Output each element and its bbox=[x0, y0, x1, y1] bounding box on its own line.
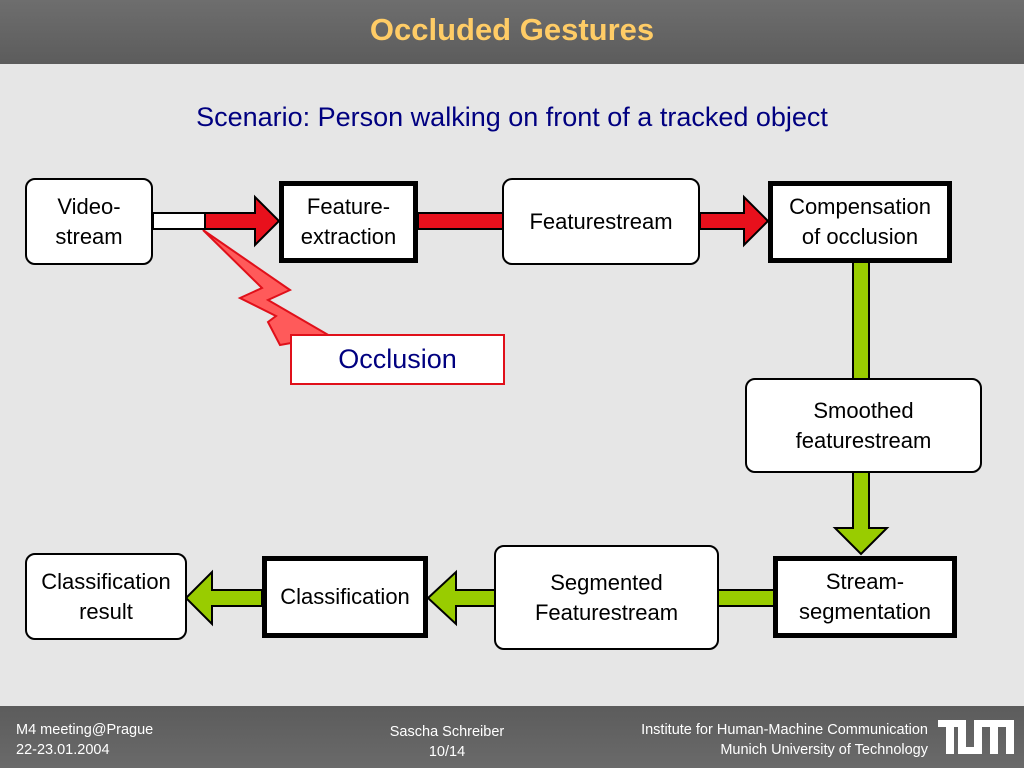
slide-title: Occluded Gestures bbox=[369, 12, 655, 47]
footer-author: Sascha Schreiber bbox=[389, 724, 505, 740]
occluded-stream-segment bbox=[152, 212, 206, 230]
occlusion-label: Occlusion bbox=[290, 334, 505, 385]
arrow-segmented-to-classification bbox=[426, 569, 497, 627]
node-smoothed-featurestream: Smoothed featurestream bbox=[745, 378, 982, 473]
footer-date: 22-23.01.2004 bbox=[16, 742, 110, 758]
arrow-compensation-to-smoothed bbox=[852, 261, 870, 380]
arrow-featurestream-to-compensation bbox=[699, 194, 770, 248]
tum-logo-icon bbox=[938, 720, 1014, 754]
footer-bar: M4 meeting@Prague 22-23.01.2004 Sascha S… bbox=[0, 706, 1024, 768]
footer-right: Institute for Human-Machine Communicatio… bbox=[641, 720, 928, 760]
arrow-stream-segmentation-to-segmented bbox=[716, 589, 776, 607]
footer-page-number: 10/14 bbox=[428, 744, 466, 760]
node-segmented-featurestream: Segmented Featurestream bbox=[494, 545, 719, 650]
arrow-classification-to-result bbox=[184, 569, 263, 627]
node-video-stream: Video- stream bbox=[25, 178, 153, 265]
header-bar: Occluded Gestures bbox=[0, 0, 1024, 64]
footer-center: Sascha Schreiber 10/14 bbox=[362, 722, 532, 762]
lightning-bolt-icon bbox=[202, 229, 333, 347]
footer-university: Munich University of Technology bbox=[720, 742, 928, 758]
arrow-video-to-feature-extraction bbox=[204, 194, 281, 248]
arrow-smoothed-to-stream-segmentation bbox=[832, 471, 890, 556]
node-classification: Classification bbox=[262, 556, 428, 638]
node-featurestream: Featurestream bbox=[502, 178, 700, 265]
footer-institute: Institute for Human-Machine Communicatio… bbox=[641, 722, 928, 738]
arrow-feature-extraction-to-featurestream bbox=[417, 212, 505, 230]
node-compensation-of-occlusion: Compensation of occlusion bbox=[768, 181, 952, 263]
footer-left: M4 meeting@Prague 22-23.01.2004 bbox=[16, 720, 153, 760]
footer-meeting: M4 meeting@Prague bbox=[16, 722, 154, 738]
node-stream-segmentation: Stream- segmentation bbox=[773, 556, 957, 638]
node-feature-extraction: Feature- extraction bbox=[279, 181, 418, 263]
node-classification-result: Classification result bbox=[25, 553, 187, 640]
slide-subtitle: Scenario: Person walking on front of a t… bbox=[196, 102, 828, 132]
